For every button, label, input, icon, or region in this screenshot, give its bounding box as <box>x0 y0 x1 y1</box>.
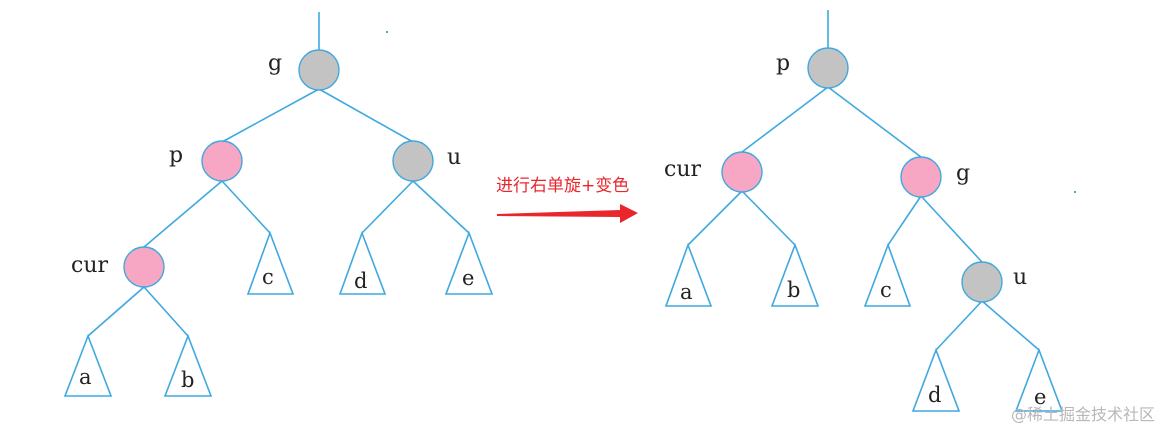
label-e: e <box>462 266 474 290</box>
edge-cur-b <box>143 286 189 337</box>
transition-arrow <box>497 204 638 223</box>
right-tree: p cur g u a b c d e <box>664 10 1064 412</box>
edge-g-u <box>318 88 414 143</box>
edge-g-p <box>221 88 320 143</box>
subtree-a-right <box>664 242 713 307</box>
subtree-c <box>246 230 295 295</box>
node-cur-right <box>721 151 763 193</box>
label-a: a <box>79 365 92 389</box>
edge-cur-a <box>87 286 145 337</box>
label-u: u <box>447 145 461 170</box>
label-p-right: p <box>776 51 790 76</box>
node-p-right <box>807 47 849 89</box>
label-c-right: c <box>880 278 892 302</box>
edge-u-d-right <box>935 300 983 351</box>
node-g-right <box>900 156 942 198</box>
label-a-right: a <box>680 280 693 304</box>
label-g-right: g <box>956 161 970 186</box>
edge-p-g-right <box>827 86 922 158</box>
edge-p-c <box>221 180 271 234</box>
subtree-b <box>163 333 213 397</box>
label-u-right: u <box>1013 265 1027 290</box>
edge-u-e-right <box>981 300 1040 351</box>
node-u <box>392 140 434 182</box>
label-p: p <box>169 143 183 168</box>
label-b-right: b <box>787 278 800 302</box>
speck-mark <box>386 31 388 33</box>
label-d: d <box>354 269 367 293</box>
transition: 进行右单旋+变色 <box>496 176 638 223</box>
edge-cur-b-right <box>741 190 796 246</box>
node-u-right <box>961 261 1003 303</box>
transition-label: 进行右单旋+变色 <box>496 176 629 196</box>
edge-cur-a-right <box>687 190 743 246</box>
speck-mark-right <box>1074 191 1076 193</box>
label-cur: cur <box>71 253 108 278</box>
edge-p-cur <box>143 180 223 248</box>
label-e-right: e <box>1034 385 1046 409</box>
node-g <box>298 49 340 91</box>
label-b: b <box>181 368 194 392</box>
watermark: @稀土掘金技术社区 <box>1011 405 1155 424</box>
subtree-e <box>444 230 494 295</box>
label-d-right: d <box>928 383 941 407</box>
subtree-d <box>338 230 387 295</box>
edge-u-d <box>361 180 414 234</box>
edge-g-c-right <box>887 195 922 246</box>
subtree-d-right <box>911 347 961 412</box>
subtree-e-right <box>1014 347 1064 412</box>
node-cur <box>123 246 165 288</box>
left-tree: g p u cur c d e a b <box>63 12 494 397</box>
subtree-b-right <box>770 242 820 307</box>
subtree-a <box>63 333 113 397</box>
edge-u-e <box>412 180 470 234</box>
node-p <box>201 140 243 182</box>
subtree-c-right <box>863 242 912 307</box>
label-cur-right: cur <box>664 157 701 182</box>
label-g: g <box>268 51 282 76</box>
edge-p-cur-right <box>741 86 829 153</box>
edge-g-u-right <box>920 195 983 263</box>
label-c: c <box>262 265 274 289</box>
